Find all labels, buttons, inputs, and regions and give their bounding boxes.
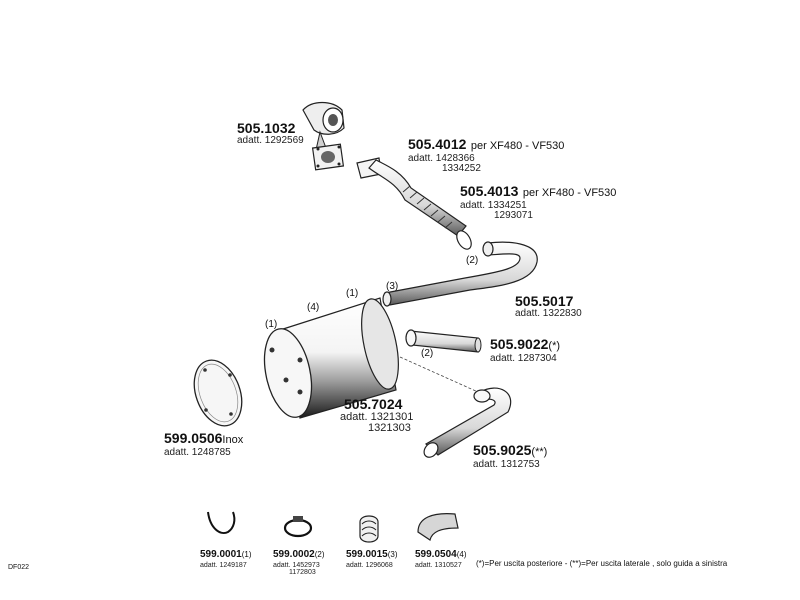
callout-4: (4) <box>307 302 320 313</box>
quantity: (4) <box>456 550 467 559</box>
part-number: 505.9025 <box>473 442 532 458</box>
callout-3: (3) <box>386 281 399 292</box>
diagram-code: DF022 <box>8 564 30 571</box>
part-suffix: per XF480 - VF530 <box>470 140 565 152</box>
adatt-code: adatt. 1248785 <box>164 446 231 458</box>
accessory-label-599-0504: 599.0504(4) adatt. 1310527 <box>415 545 467 569</box>
flex-pipe-505-4012 <box>356 157 472 250</box>
part-number: 599.0002 <box>273 549 315 560</box>
adatt-code-2: 1321303 <box>368 422 411 435</box>
accessory-599-0001 <box>207 511 236 534</box>
part-number: 505.7024 <box>344 396 403 412</box>
part-number: 599.0504 <box>415 549 457 560</box>
part-505-4013: 505.4013 per XF480 - VF530 adatt. 133425… <box>460 184 616 222</box>
part-number: 505.9022 <box>490 336 549 352</box>
adatt-code-2: 1293071 <box>494 210 533 222</box>
part-505-7024: 505.7024 adatt. 1321301 1321303 <box>340 397 413 435</box>
quantity: (3) <box>387 550 398 559</box>
callout-1-top: (1) <box>346 288 359 299</box>
part-number: 505.5017 <box>515 293 574 309</box>
quantity: (1) <box>241 550 252 559</box>
part-number: 505.4013 <box>460 183 519 199</box>
part-505-5017: 505.5017 adatt. 1322830 <box>515 294 582 319</box>
callout-2-lower: (2) <box>421 348 434 359</box>
part-505-9025: 505.9025(**) adatt. 1312753 <box>473 443 547 470</box>
accessory-label-599-0015: 599.0015(3) adatt. 1296068 <box>346 545 398 569</box>
adatt-code: adatt. 1296068 <box>346 561 393 569</box>
part-number: 599.0506 <box>164 430 223 446</box>
footnote: (*)=Per uscita posteriore - (**)=Per usc… <box>476 559 728 568</box>
part-number: 599.0001 <box>200 549 242 560</box>
part-505-1032: 505.1032 adatt. 1292569 <box>237 121 304 146</box>
part-suffix: Inox <box>222 434 244 446</box>
adatt-code: adatt. 1292569 <box>237 134 304 146</box>
pipe-505-9025 <box>423 387 512 458</box>
adatt-code: adatt. 1287304 <box>490 352 557 364</box>
part-599-0506: 599.0506Inox adatt. 1248785 <box>164 431 243 458</box>
part-suffix: (*) <box>548 340 561 352</box>
accessory-599-0015 <box>359 515 379 543</box>
silencer-505-7024 <box>263 297 399 419</box>
part-505-4012: 505.4012 per XF480 - VF530 adatt. 142836… <box>408 137 564 175</box>
accessory-599-0002 <box>283 516 313 538</box>
adatt-code: adatt. 1321301 <box>340 410 414 423</box>
guide-line <box>399 356 479 393</box>
part-number: 505.4012 <box>408 136 467 152</box>
adatt-code: adatt. 1428366 <box>408 152 475 164</box>
pipe-505-9022 <box>405 329 482 353</box>
callout-2-upper: (2) <box>466 255 479 266</box>
adatt-code: adatt. 1334251 <box>460 199 527 211</box>
part-number: 599.0015 <box>346 549 388 560</box>
adatt-code-2: 1334252 <box>442 163 481 175</box>
quantity: (2) <box>314 550 325 559</box>
adatt-code: adatt. 1452973 <box>273 561 320 569</box>
part-number: 505.1032 <box>237 120 296 136</box>
adatt-code: adatt. 1310527 <box>415 561 462 569</box>
accessory-label-599-0002: 599.0002(2) adatt. 1452973 1172803 <box>273 545 325 576</box>
pipe-505-5017 <box>382 241 538 307</box>
callout-1-left: (1) <box>265 319 278 330</box>
adatt-code-2: 1172803 <box>289 569 316 577</box>
elbow-505-1032 <box>302 101 345 171</box>
adatt-code: adatt. 1322830 <box>515 307 582 319</box>
accessory-599-0504 <box>417 513 459 541</box>
adatt-code: adatt. 1312753 <box>473 458 540 470</box>
adatt-code: adatt. 1249187 <box>200 561 247 569</box>
part-suffix: per XF480 - VF530 <box>522 187 617 199</box>
accessory-label-599-0001: 599.0001(1) adatt. 1249187 <box>200 545 252 569</box>
part-suffix: (**) <box>531 446 548 458</box>
part-505-9022: 505.9022(*) adatt. 1287304 <box>490 337 560 364</box>
flange-599-0506 <box>193 359 243 427</box>
